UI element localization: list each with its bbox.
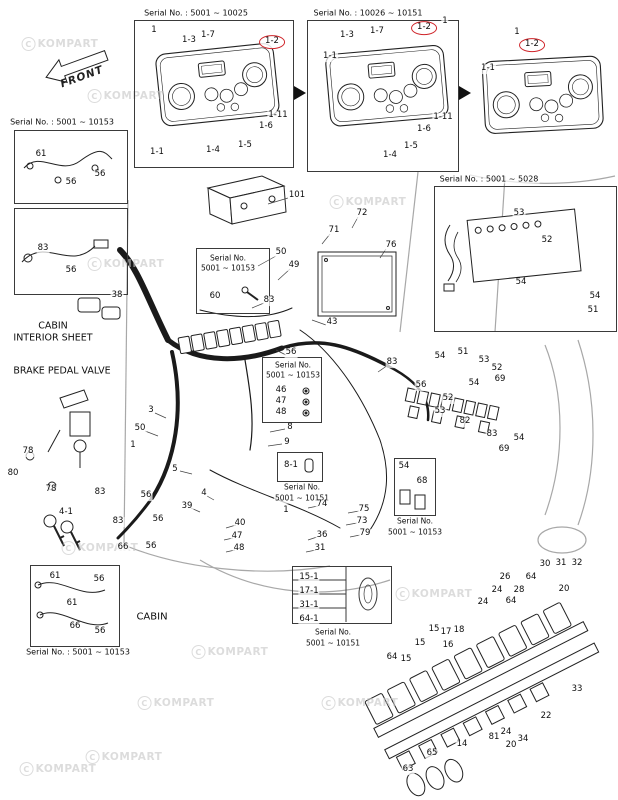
- cable-illustrations: [21, 150, 121, 626]
- radio-unit-illustration: [206, 175, 287, 225]
- relay-board-illustration: [443, 208, 582, 292]
- fastener-icons: [241, 286, 314, 473]
- keys-illustration: [43, 514, 81, 551]
- arrow-right-icon: [459, 86, 471, 100]
- arrow-right-icon: [294, 86, 306, 100]
- legend-grid: [292, 566, 378, 622]
- small-connector-parts: [399, 489, 426, 510]
- panel-plate-illustration: [317, 251, 397, 317]
- instrument-cluster-illustrations: [154, 42, 605, 135]
- connector-strip-left: [177, 320, 282, 355]
- brake-pedal-valve-illustration: [25, 389, 91, 491]
- fuse-box-assembly-illustration: [364, 602, 600, 797]
- front-arrow-icon: [45, 50, 109, 84]
- connector-strip-right: [404, 387, 500, 435]
- leader-lines: [144, 197, 389, 553]
